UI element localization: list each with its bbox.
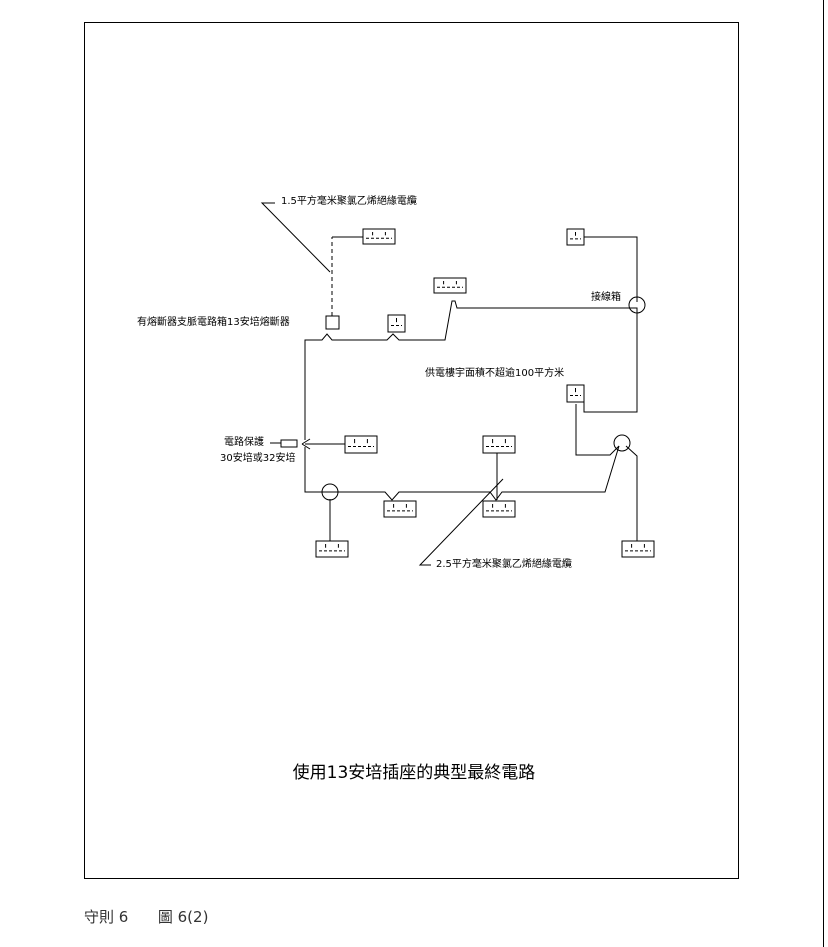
fuse-symbol (280, 439, 298, 448)
socket-pins (437, 281, 463, 288)
socket-pins (387, 504, 413, 512)
socket-pins (391, 318, 402, 327)
label-junction-box: 接線箱 (591, 292, 621, 303)
socket-pins (570, 388, 581, 397)
socket-pins (366, 232, 392, 239)
spur-wire (575, 404, 620, 456)
twin-socket-icon (621, 540, 655, 558)
ring-circuit-wire-lower (304, 445, 620, 501)
socket-pins (348, 439, 374, 448)
twin-socket-icon (344, 435, 378, 454)
twin-socket-icon (383, 500, 417, 518)
spur-wire (301, 443, 311, 450)
single-socket-icon (566, 228, 585, 246)
page-edge-rule (823, 0, 824, 947)
junction-box-icon (628, 296, 646, 314)
twin-socket-icon (482, 435, 516, 454)
ring-circuit-wire (304, 300, 638, 440)
page-footer: 守則 6 圖 6(2) (84, 906, 208, 927)
label-fused-box: 有熔斷器支脈電路箱13安培熔斷器 (137, 317, 290, 328)
single-socket-icon (566, 384, 585, 403)
footer-rule: 守則 6 (84, 908, 129, 926)
spur-wire (301, 438, 311, 445)
socket-pins (319, 544, 345, 552)
junction-box-icon (613, 434, 631, 452)
twin-socket-icon (482, 500, 516, 518)
junction-spur (584, 236, 638, 302)
socket-pins (625, 544, 651, 552)
single-socket-icon (387, 314, 406, 333)
footer-figure: 圖 6(2) (157, 908, 209, 926)
label-floor-area: 供電樓宇面積不超逾100平方米 (425, 368, 565, 379)
twin-socket-icon (315, 540, 349, 558)
fused-connection-unit-icon (325, 315, 340, 330)
socket-pins (570, 232, 581, 240)
leader-line-1-5 (260, 202, 331, 273)
label-protection: 電路保護 (224, 437, 264, 448)
twin-socket-icon (362, 228, 396, 245)
socket-pins (486, 504, 512, 512)
figure-frame (84, 22, 739, 879)
junction-box-icon (321, 483, 339, 501)
leader-line-2-5 (418, 478, 504, 566)
label-protection-rating: 30安培或32安培 (220, 453, 296, 464)
figure-caption: 使用13安培插座的典型最終電路 (292, 763, 536, 783)
label-cable-2-5: 2.5平方毫米聚氯乙烯絕緣電纜 (436, 559, 572, 570)
spur-wire (625, 445, 638, 541)
label-cable-1-5: 1.5平方毫米聚氯乙烯絕緣電纜 (281, 196, 417, 207)
twin-socket-icon (433, 277, 467, 294)
socket-pins (486, 439, 512, 448)
